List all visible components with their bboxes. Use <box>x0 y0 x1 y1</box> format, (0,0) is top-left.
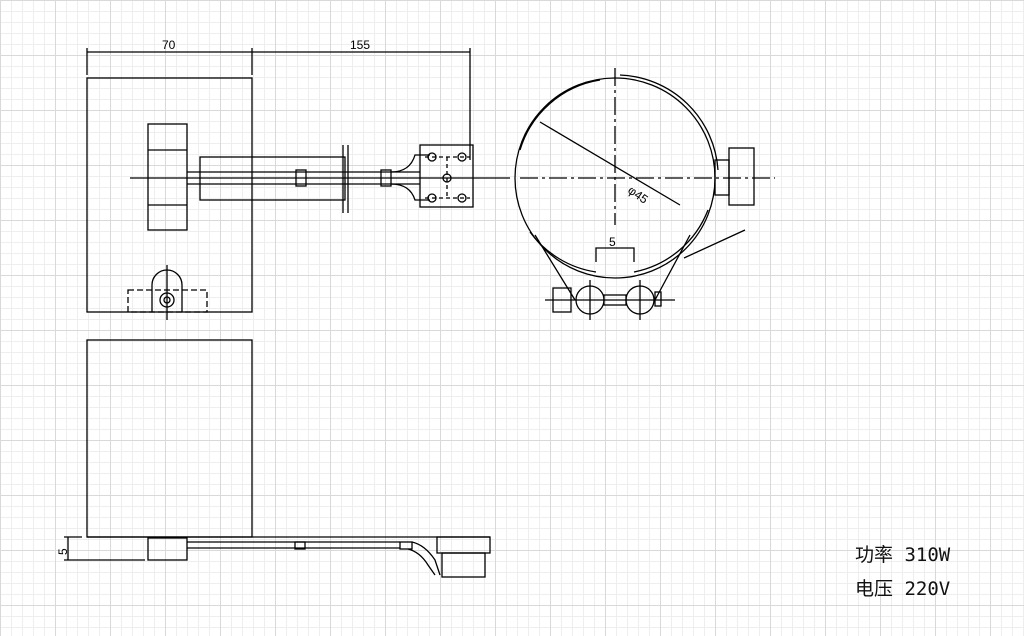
spec-power-label: 功率 <box>855 544 894 566</box>
spec-power: 功率 310W <box>855 540 950 567</box>
side-view: φ45 5 <box>514 68 775 320</box>
bottom-view: 5 <box>56 339 491 578</box>
dim-gap: 5 <box>609 235 616 249</box>
front-view <box>86 77 510 320</box>
dim-diameter: φ45 <box>625 183 651 207</box>
spec-voltage-label: 电压 <box>855 578 894 600</box>
spec-voltage: 电压 220V <box>855 574 950 601</box>
top-dimensions: 70 155 <box>86 38 471 160</box>
dim-155: 155 <box>350 38 370 52</box>
spec-voltage-value: 220V <box>904 578 951 600</box>
spec-power-value: 310W <box>904 544 951 566</box>
dim-70: 70 <box>162 38 176 52</box>
dim-height: 5 <box>56 548 70 555</box>
